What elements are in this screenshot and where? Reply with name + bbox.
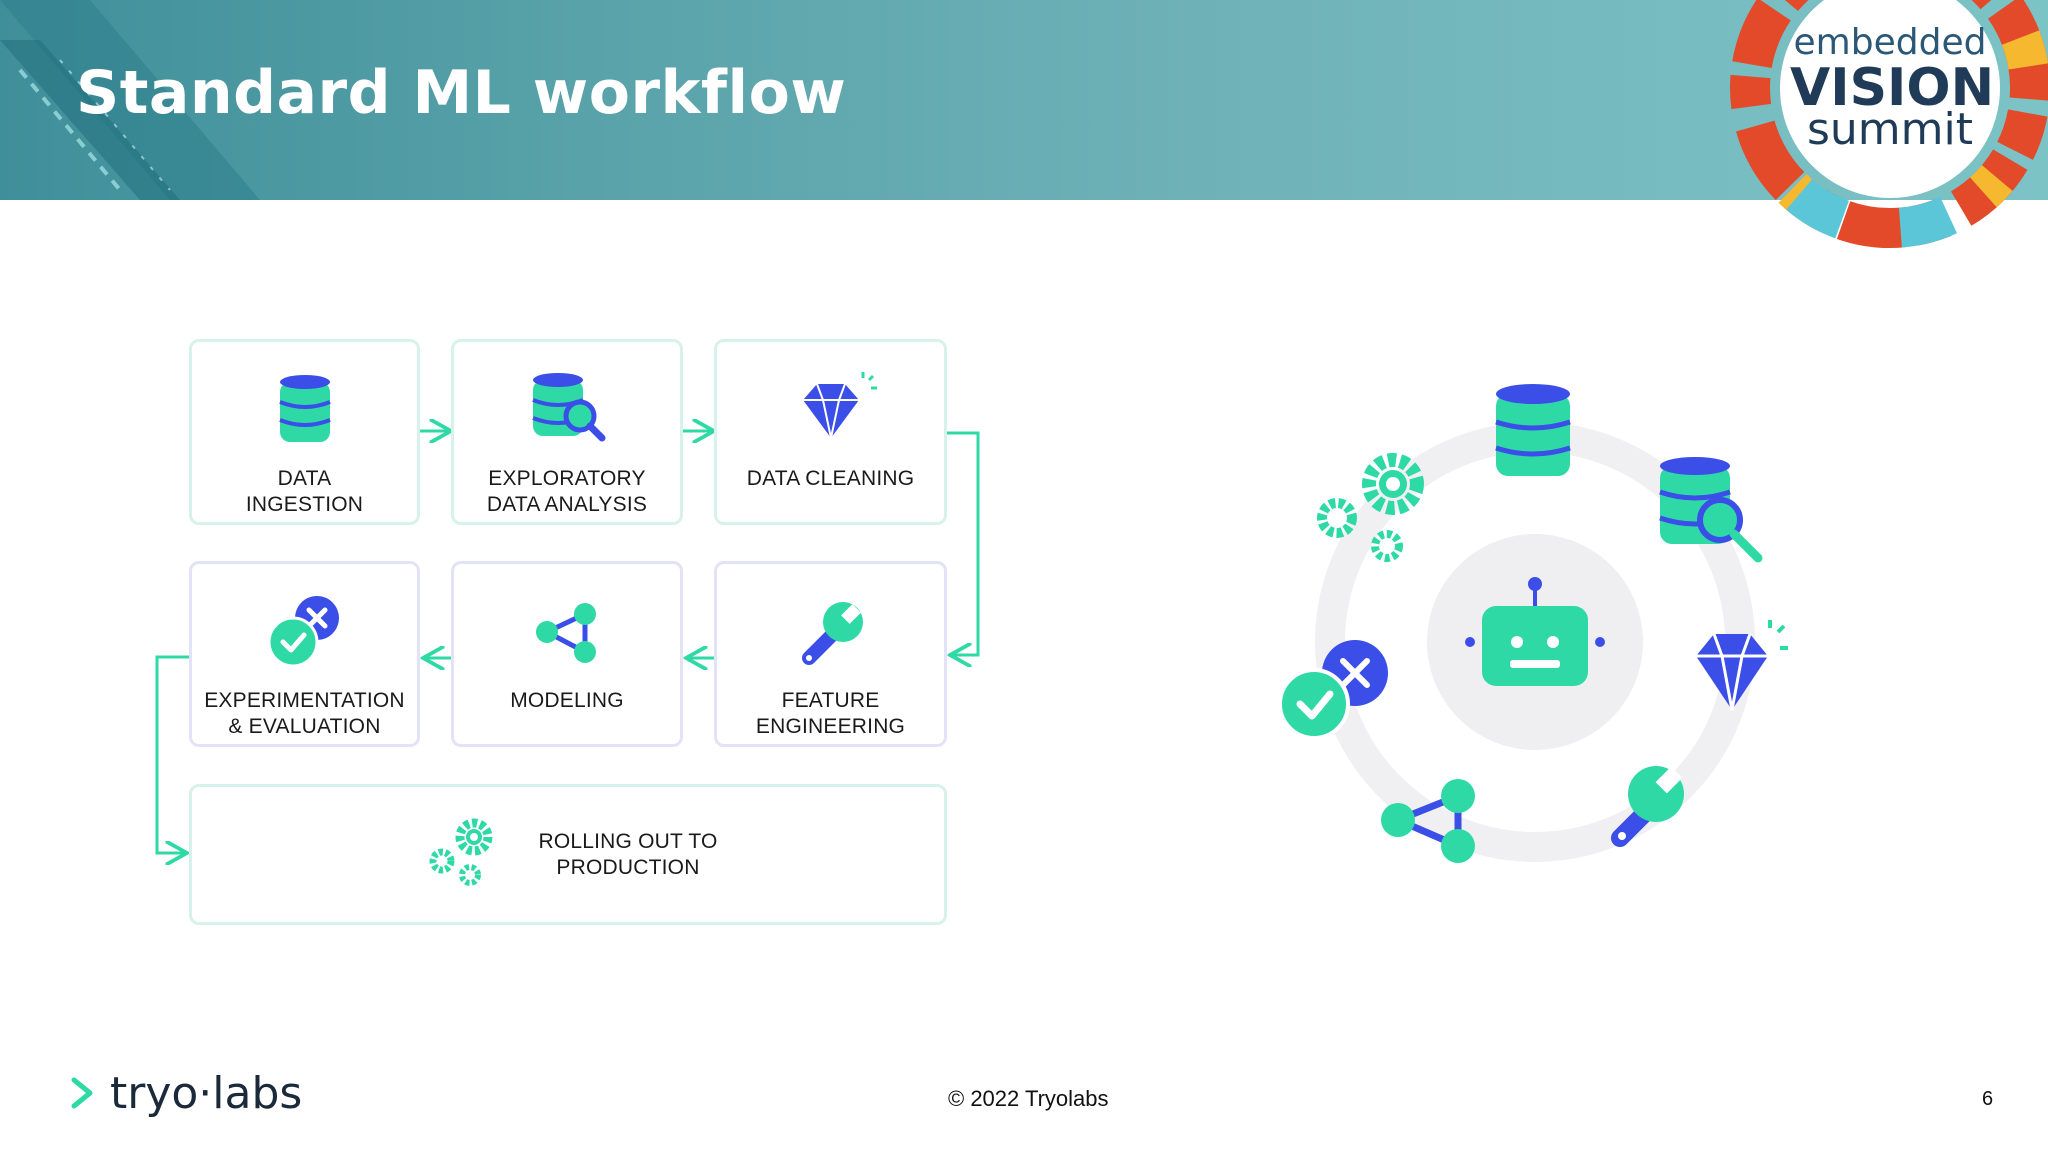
step-exploratory-data-analysis: EXPLORATORY DATA ANALYSIS: [451, 339, 683, 525]
robot-icon: [1465, 577, 1605, 686]
cycle-database-icon: [1495, 384, 1571, 476]
logo-text-embedded: embedded: [1793, 22, 1987, 63]
tryolabs-logo-mark: [71, 1077, 93, 1109]
wrench-icon: [801, 602, 863, 665]
logo-text-summit: summit: [1806, 104, 1973, 155]
cycle-diamond-icon: [1696, 620, 1788, 711]
cycle-check-cross-icon: [1278, 640, 1388, 740]
check-cross-icon: [267, 596, 339, 668]
gears-icon: [429, 818, 493, 886]
page-title: Standard ML workflow: [76, 58, 847, 128]
step-label: EXPERIMENTATION & EVALUATION: [204, 689, 405, 738]
step-modeling: MODELING: [451, 561, 683, 747]
cycle-wrench-icon: [1611, 766, 1684, 847]
cycle-database-search-icon: [1659, 457, 1763, 563]
database-icon: [278, 375, 331, 442]
cycle-share-nodes-icon: [1381, 779, 1475, 863]
step-data-ingestion: DATA INGESTION: [189, 339, 420, 525]
share-nodes-icon: [536, 603, 596, 663]
page-number: 6: [1982, 1088, 1994, 1110]
copyright-text: © 2022 Tryolabs: [948, 1086, 1109, 1111]
step-label: MODELING: [510, 689, 624, 712]
step-rolling-out-to-production: ROLLING OUT TO PRODUCTION: [189, 784, 947, 925]
diamond-icon: [802, 372, 877, 439]
step-label: FEATURE ENGINEERING: [755, 689, 906, 738]
tryolabs-logo-text: tryo·labs: [110, 1068, 303, 1119]
database-search-icon: [532, 373, 606, 442]
step-label: EXPLORATORY DATA ANALYSIS: [486, 467, 648, 516]
step-experimentation-evaluation: EXPERIMENTATION & EVALUATION: [189, 561, 420, 747]
embedded-vision-summit-logo: [1730, 0, 2048, 248]
ml-cycle-illustration: [1278, 384, 1788, 863]
step-data-cleaning: DATA CLEANING: [714, 339, 947, 525]
header-banner: Standard ML workflow: [0, 0, 2048, 200]
decorative-stripes: [0, 0, 260, 200]
step-label: ROLLING OUT TO PRODUCTION: [538, 829, 718, 879]
step-label: DATA CLEANING: [746, 467, 915, 490]
tryolabs-logo: tryo·labs: [70, 1068, 302, 1119]
logo-text-vision: VISION: [1790, 58, 1995, 118]
step-feature-engineering: FEATURE ENGINEERING: [714, 561, 947, 747]
cycle-gears-icon: [1317, 453, 1424, 562]
step-label: DATA INGESTION: [245, 467, 364, 516]
